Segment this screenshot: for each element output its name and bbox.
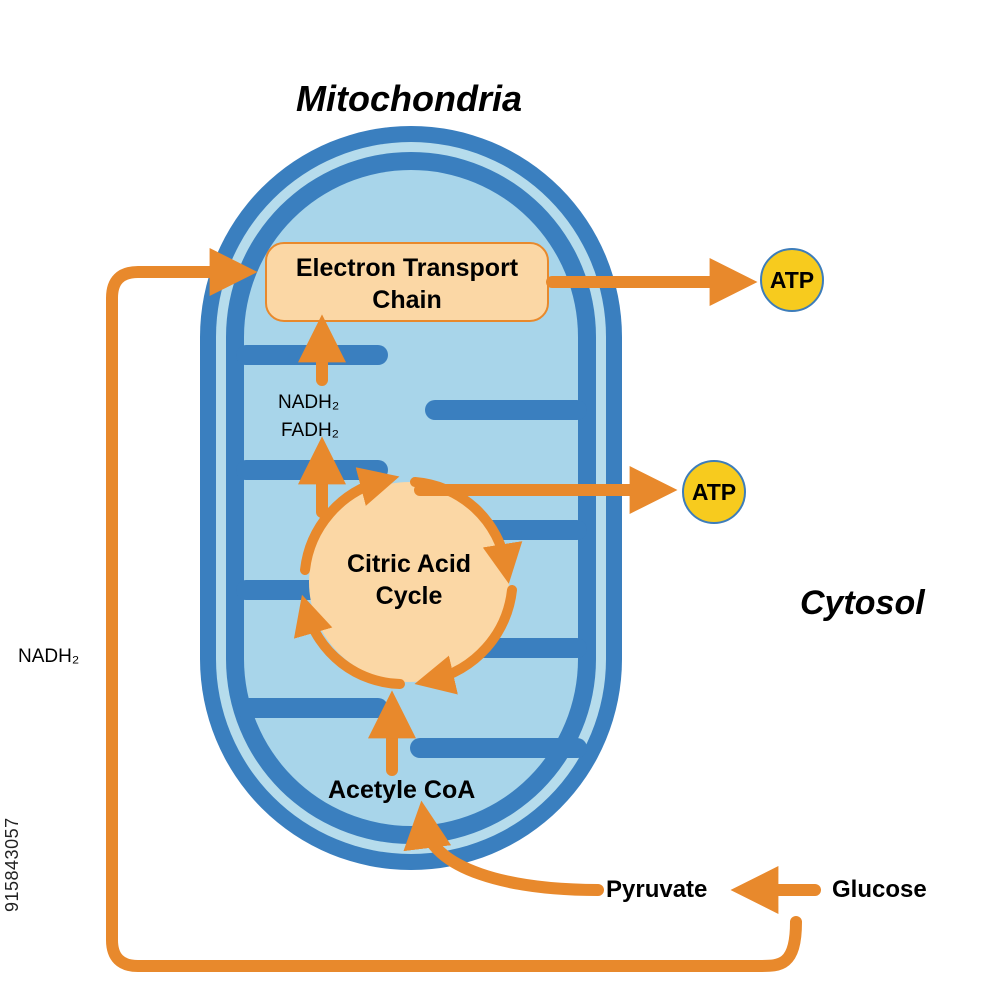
citric-acid-cycle-label: Citric Acid Cycle [309, 548, 509, 612]
cytosol-label: Cytosol [800, 584, 925, 622]
crista-left-2 [236, 460, 388, 480]
crista-left-1 [236, 345, 388, 365]
crista-right-1 [425, 400, 587, 420]
arrow-glucose-loop-to-etc [106, 248, 802, 972]
crista-right-4 [410, 738, 587, 758]
nadh-inner-label: NADH₂ [278, 392, 340, 413]
crista-left-4 [236, 698, 388, 718]
arrow-pyruvate-to-acetyl [403, 800, 604, 896]
cycle-label-line2: Cycle [375, 582, 443, 610]
etc-label: Electron Transport Chain [266, 252, 548, 316]
cycle-label-line1: Citric Acid [346, 550, 472, 578]
pyruvate-label: Pyruvate [606, 876, 708, 903]
etc-label-line2: Chain [372, 286, 442, 314]
citric-acid-cycle-circle [309, 482, 509, 682]
atp-badge-etc: ATP [760, 248, 824, 312]
glucose-label: Glucose [832, 876, 927, 903]
cycle-arc-left-top [300, 467, 400, 575]
atp-badge-cycle: ATP [682, 460, 746, 524]
etc-label-line1: Electron Transport [295, 254, 519, 282]
fadh-inner-label: FADH₂ [281, 420, 340, 441]
image-id-text: 915843057 [2, 817, 22, 912]
flow-arrows [106, 248, 821, 972]
page-title: Mitochondria [296, 78, 522, 119]
cycle-arc-right-bottom [414, 585, 517, 695]
nadh-outer-label: NADH₂ [18, 646, 80, 667]
cycle-arc-left-bottom [293, 594, 405, 689]
acetyl-coa-label: Acetyle CoA [328, 776, 476, 804]
